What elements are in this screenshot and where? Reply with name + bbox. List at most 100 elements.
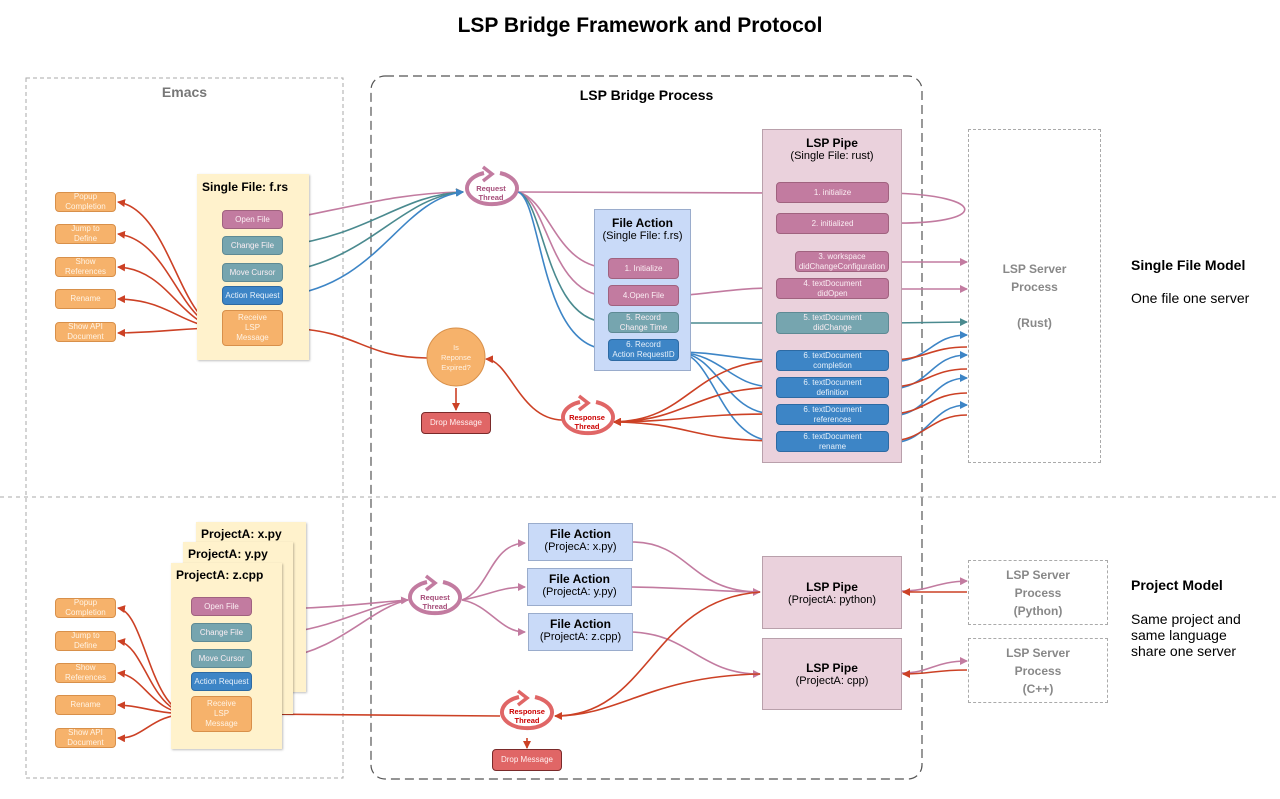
- pipe-step-didchange[interactable]: 5. textDocument didChange: [776, 312, 889, 334]
- edge-change-file: [282, 188, 464, 247]
- single-lsp-pipe-subtitle: (Single File: rust): [790, 150, 874, 162]
- expired-check-node: [426, 327, 486, 387]
- project-fa3-subtitle: (ProjectA: z.cpp): [539, 631, 622, 643]
- project-pipe-python-subtitle: (ProjectA: python): [787, 593, 877, 606]
- edge-req-fa6: [517, 191, 608, 353]
- single-model-desc: One file one server: [1131, 290, 1250, 306]
- edge-p-req-fa3: [461, 599, 526, 636]
- project-file-action-z-cpp: File Action (ProjectA: z.cpp): [528, 613, 633, 651]
- edge-fa4-didopen: [677, 284, 776, 297]
- rust-server-process: LSP Server Process (Rust): [968, 129, 1101, 463]
- output-rename[interactable]: Rename: [55, 289, 116, 309]
- pipe-step-didopen[interactable]: 4. textDocument didOpen: [776, 278, 889, 299]
- project-doc-z-cpp-title: ProjectA: z.cpp: [176, 568, 264, 582]
- project-output-jump-to-define[interactable]: Jump to Define: [55, 631, 116, 651]
- single-response-thread-label: Response Thread: [569, 413, 605, 431]
- project-fa1-title: File Action: [550, 527, 611, 541]
- project-receive-lsp-message[interactable]: Receive LSP Message: [191, 696, 252, 732]
- edge-p-response-receive: [253, 710, 501, 719]
- single-file-doc-title: Single File: f.rs: [202, 180, 289, 194]
- output-show-api-document[interactable]: Show API Document: [55, 322, 116, 342]
- request-thread-icon: [465, 165, 519, 207]
- project-move-cursor-button[interactable]: Move Cursor: [191, 649, 252, 668]
- python-server-process: LSP Server Process (Python): [968, 560, 1108, 625]
- pipe-step-references[interactable]: 6. textDocument references: [776, 404, 889, 425]
- edge-init-initialized-loop: [888, 192, 966, 228]
- edge-p-pipe-python-server: [901, 577, 968, 592]
- fa-step-open-file[interactable]: 4.Open File: [608, 285, 679, 306]
- single-move-cursor-button[interactable]: Move Cursor: [222, 263, 283, 282]
- edge-references-response: [613, 413, 776, 426]
- project-fa3-title: File Action: [550, 617, 611, 631]
- output-jump-to-define[interactable]: Jump to Define: [55, 224, 116, 244]
- cpp-server-process: LSP Server Process (C++): [968, 638, 1108, 703]
- expired-check-label: Is Reponse Expired?: [440, 343, 472, 372]
- edge-action-request: [282, 188, 464, 297]
- bridge-region-label: LSP Bridge Process: [579, 87, 714, 103]
- edge-rename-response: [613, 418, 776, 442]
- emacs-region-label: Emacs: [161, 84, 208, 100]
- pipe-step-definition[interactable]: 6. textDocument definition: [776, 377, 889, 398]
- project-pipe-python-title: LSP Pipe: [806, 579, 858, 594]
- project-pipe-cpp-subtitle: (ProjectA: cpp): [795, 675, 869, 687]
- pipe-step-initialize[interactable]: 1. initialize: [776, 182, 889, 203]
- project-output-show-references[interactable]: Show References: [55, 663, 116, 683]
- project-doc-y-py-title: ProjectA: y.py: [188, 547, 268, 561]
- edge-p-req-fa1: [461, 539, 526, 601]
- project-output-rename[interactable]: Rename: [55, 695, 116, 715]
- single-drop-message: Drop Message: [421, 412, 491, 434]
- single-open-file-button[interactable]: Open File: [222, 210, 283, 229]
- project-drop-message: Drop Message: [492, 749, 562, 771]
- project-response-thread-icon: [500, 689, 554, 731]
- edge-fa6-rename: [677, 351, 776, 445]
- fa-step-record-change-time[interactable]: 5. Record Change Time: [608, 312, 679, 333]
- edge-definition-response: [613, 386, 776, 426]
- edge-didchange-server: [888, 318, 968, 327]
- output-popup-completion[interactable]: Popup Completion: [55, 192, 116, 212]
- project-file-action-x-py: File Action (ProjecA: x.py): [528, 523, 633, 561]
- project-output-popup-completion[interactable]: Popup Completion: [55, 598, 116, 618]
- edge-p-pipe-python-response: [554, 591, 761, 720]
- single-file-action-title: File Action: [612, 216, 673, 230]
- edge-fa6-references: [677, 351, 776, 418]
- edge-p-fa3-pipe: [631, 631, 761, 678]
- emacs-region: [25, 77, 344, 779]
- project-pipe-cpp-title: LSP Pipe: [806, 661, 858, 675]
- single-change-file-button[interactable]: Change File: [222, 236, 283, 255]
- project-request-thread-label: Request Thread: [420, 593, 450, 611]
- edge-p-fa1-pipe: [631, 541, 761, 596]
- project-change-file-button[interactable]: Change File: [191, 623, 252, 642]
- pipe-step-rename[interactable]: 6. textDocument rename: [776, 431, 889, 452]
- single-request-thread-label: Request Thread: [476, 184, 506, 202]
- fa-step-record-request-id[interactable]: 6. Record Action RequestID: [608, 339, 679, 361]
- edge-move-cursor: [282, 188, 464, 273]
- project-doc-x-py-title: ProjectA: x.py: [201, 527, 282, 541]
- edge-p-open-file: [305, 596, 409, 609]
- edge-p-fa2-pipe: [630, 586, 761, 593]
- project-request-thread-icon: [408, 574, 462, 616]
- project-model-desc: Same project and same language share one…: [1131, 611, 1241, 659]
- edge-req-fa5: [517, 191, 608, 326]
- project-file-action-y-py: File Action (ProjectA: y.py): [527, 568, 632, 606]
- response-thread-icon: [561, 394, 615, 436]
- edge-p-cpp-server-pipe: [902, 669, 968, 678]
- bridge-region: [370, 75, 923, 780]
- pipe-step-completion[interactable]: 6. textDocument completion: [776, 350, 889, 371]
- page-title: LSP Bridge Framework and Protocol: [457, 14, 823, 37]
- project-response-thread-label: Response Thread: [509, 707, 545, 725]
- pipe-step-workspace-config[interactable]: 3. workspace didChangeConfiguration: [795, 251, 889, 272]
- project-action-request-button[interactable]: Action Request: [191, 672, 252, 691]
- pipe-step-initialized[interactable]: 2. initialized: [776, 213, 889, 234]
- output-show-references[interactable]: Show References: [55, 257, 116, 277]
- single-lsp-pipe-title: LSP Pipe: [806, 136, 858, 150]
- single-receive-lsp-message[interactable]: Receive LSP Message: [222, 310, 283, 346]
- project-output-show-api-document[interactable]: Show API Document: [55, 728, 116, 748]
- single-action-request-button[interactable]: Action Request: [222, 286, 283, 305]
- single-model-title: Single File Model: [1131, 257, 1246, 273]
- edge-completion-response: [613, 359, 776, 426]
- project-fa1-subtitle: (ProjecA: x.py): [544, 541, 617, 553]
- project-fa2-subtitle: (ProjectA: y.py): [542, 586, 617, 598]
- project-open-file-button[interactable]: Open File: [191, 597, 252, 616]
- fa-step-initialize[interactable]: 1. Initialize: [608, 258, 679, 279]
- edge-p-req-fa2: [461, 583, 526, 601]
